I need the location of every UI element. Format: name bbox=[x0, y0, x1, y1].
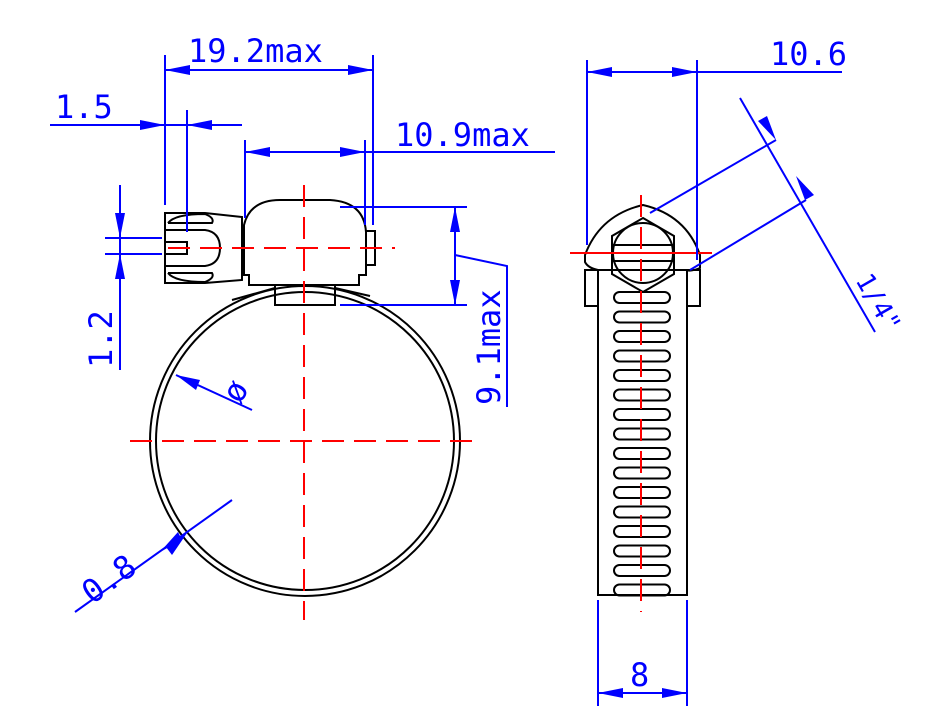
housing-side bbox=[584, 203, 701, 272]
front-dimensions: 19.2max 1.5 10.9max 1.2 9.1max ø 0.8 bbox=[50, 32, 555, 613]
dim-slot-width: 1.2 bbox=[82, 310, 120, 368]
dim-band-thickness: 0.8 bbox=[74, 547, 143, 612]
screw-flutes bbox=[167, 212, 214, 284]
hex-head bbox=[611, 216, 675, 294]
dim-overall-width: 19.2max bbox=[188, 32, 323, 70]
side-view bbox=[570, 195, 712, 612]
side-dimensions: 10.6 1/4" 8 bbox=[586, 35, 906, 706]
dim-housing-width: 10.9max bbox=[395, 116, 530, 154]
perforation-slot bbox=[613, 408, 671, 421]
front-view bbox=[130, 185, 476, 620]
dim-head-width: 10.6 bbox=[770, 35, 847, 73]
housing-left-flange bbox=[584, 269, 599, 307]
housing-right-flange bbox=[686, 269, 701, 307]
perforation-slot bbox=[613, 310, 671, 324]
housing-body bbox=[243, 199, 367, 286]
dim-slot-offset: 1.5 bbox=[55, 88, 113, 126]
dim-housing-height: 9.1max bbox=[470, 289, 508, 405]
dim-band-width: 8 bbox=[630, 656, 649, 694]
dim-diameter-symbol: ø bbox=[214, 373, 257, 409]
